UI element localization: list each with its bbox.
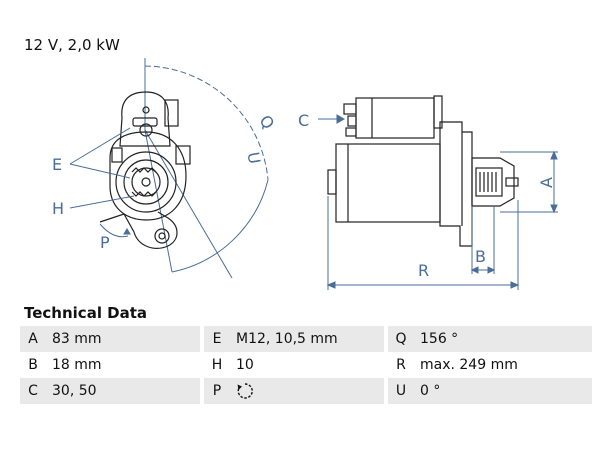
table-row: C 30, 50 P U 0 ° [20, 378, 592, 404]
label-A: A [537, 177, 556, 188]
label-H: H [52, 199, 64, 218]
spec-value: 0 ° [414, 378, 592, 404]
dimension-a [500, 150, 558, 214]
spec-key: U [388, 378, 414, 404]
c-arrow [318, 114, 346, 124]
spec-value: max. 249 mm [420, 357, 518, 373]
rotation-direction-icon [237, 383, 253, 399]
spec-key: R [396, 357, 406, 373]
table-row: A 83 mm E M12, 10,5 mm Q 156 ° [20, 326, 592, 352]
spec-value [230, 378, 384, 404]
label-B: B [475, 247, 486, 266]
spec-value: 10 [236, 357, 254, 373]
q-angle-arc [144, 65, 269, 181]
table-row: B 18 mm H 10 R max. 249 mm [20, 352, 592, 378]
leader-lines [69, 127, 135, 238]
spec-key: C [20, 378, 46, 404]
u-angle-arc [171, 179, 269, 273]
spec-value: 30, 50 [46, 378, 200, 404]
spec-key: E [204, 326, 230, 352]
label-E: E [52, 155, 62, 174]
front-view [99, 58, 269, 279]
label-R: R [418, 261, 429, 280]
label-C: C [298, 111, 309, 130]
dimension-b [470, 206, 496, 274]
side-view [327, 95, 519, 247]
spec-key: P [204, 378, 230, 404]
spec-value: 18 mm [52, 357, 102, 373]
spec-key: H [211, 357, 223, 373]
spec-key: B [28, 357, 38, 373]
spec-key: Q [388, 326, 414, 352]
technical-data-title: Technical Data [24, 304, 148, 322]
dimension-r [326, 196, 520, 290]
label-P: P [100, 233, 110, 252]
technical-data-table: A 83 mm E M12, 10,5 mm Q 156 ° B 18 mm H… [20, 326, 592, 404]
spec-heading: 12 V, 2,0 kW [24, 36, 120, 54]
spec-value: M12, 10,5 mm [230, 326, 384, 352]
spec-key: A [20, 326, 46, 352]
label-U: U [243, 150, 264, 165]
spec-value: 156 ° [414, 326, 592, 352]
label-Q: Q [256, 112, 279, 133]
technical-drawing: E H P Q U C A [52, 58, 558, 290]
spec-value: 83 mm [46, 326, 200, 352]
